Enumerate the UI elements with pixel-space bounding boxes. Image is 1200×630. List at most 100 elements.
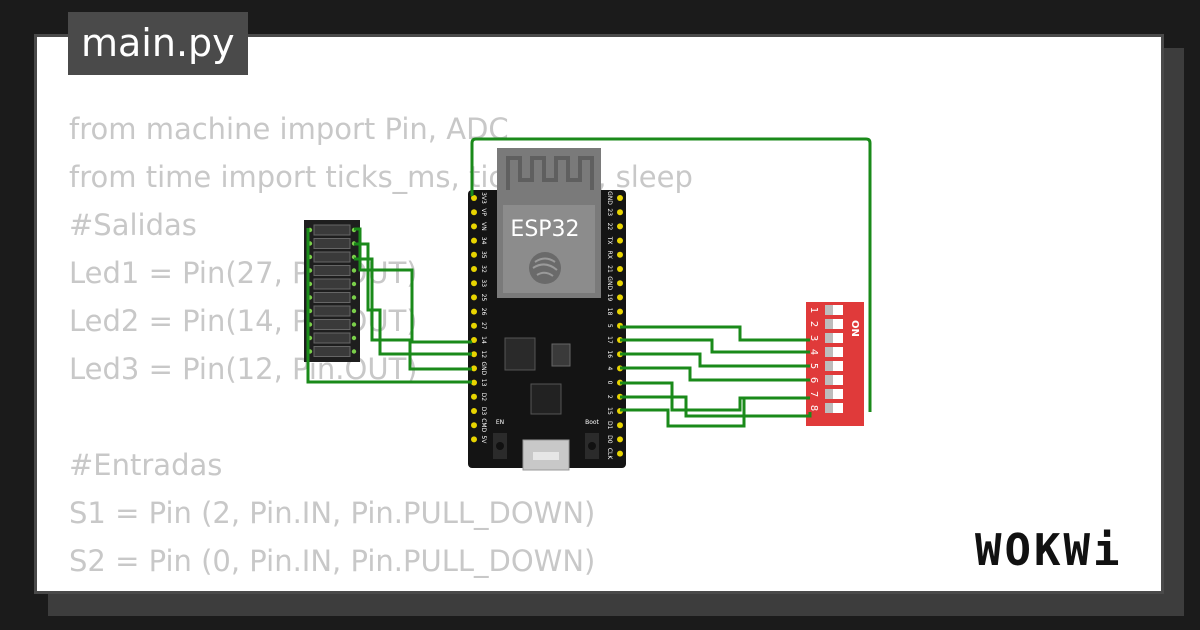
dip-number: 3 — [808, 335, 819, 341]
board-pin[interactable] — [471, 322, 477, 329]
board-pin[interactable] — [617, 308, 623, 315]
pin-label: 35 — [480, 251, 487, 259]
code-line: from machine import Pin, ADC — [69, 112, 509, 146]
board-pin[interactable] — [471, 280, 477, 287]
led-pin[interactable] — [351, 281, 357, 287]
board-pin[interactable] — [471, 337, 477, 343]
wire — [620, 381, 810, 412]
dip-toggle[interactable] — [825, 361, 843, 371]
board-pin[interactable] — [617, 237, 623, 244]
code-view: from machine import Pin, ADC from time i… — [69, 105, 693, 591]
board-pin[interactable] — [617, 436, 623, 443]
pin-label: 34 — [480, 237, 487, 245]
dip-on-label: ON — [849, 320, 860, 337]
board-pin[interactable] — [471, 351, 477, 358]
file-tab-main-py[interactable]: main.py — [68, 12, 248, 75]
pin-label: GND — [606, 191, 613, 205]
dip-toggle[interactable] — [825, 389, 843, 399]
pin-label: 26 — [480, 308, 487, 316]
led-pin[interactable] — [351, 335, 357, 341]
code-line: Led3 = Pin(12, Pin.OUT) — [69, 352, 418, 386]
board-pin[interactable] — [471, 365, 477, 372]
pin-label: 5V — [480, 435, 487, 444]
esp32-board[interactable]: ESP32 EN Boot 3V3VPVN343532332526271412G… — [468, 148, 626, 471]
pin-label: 5 — [606, 324, 613, 328]
led-segment — [313, 319, 351, 330]
espressif-logo-lines — [532, 257, 558, 277]
dip-knob — [825, 375, 833, 385]
board-pin[interactable] — [617, 266, 623, 272]
board-pin[interactable] — [471, 266, 477, 272]
led-bar-graph[interactable] — [304, 220, 360, 362]
code-line: S2 = Pin (0, Pin.IN, Pin.PULL_DOWN) — [69, 544, 596, 578]
dip-number: 1 — [808, 307, 819, 313]
dip-number: 5 — [808, 363, 819, 369]
pin-label: 19 — [606, 294, 613, 302]
board-pin[interactable] — [617, 294, 623, 301]
led-pin[interactable] — [351, 295, 357, 300]
wire — [620, 325, 810, 342]
pin-label: 4 — [606, 366, 613, 370]
dip-toggle[interactable] — [825, 333, 843, 343]
board-pin[interactable] — [471, 237, 477, 244]
board-pin[interactable] — [617, 195, 623, 201]
board-pin[interactable] — [471, 223, 477, 230]
board-pin[interactable] — [617, 450, 623, 457]
pin-label: 25 — [480, 294, 487, 302]
board-pin[interactable] — [471, 251, 477, 258]
board-pin[interactable] — [471, 393, 477, 400]
led-pin[interactable] — [351, 322, 357, 327]
wire — [354, 257, 472, 371]
board-pin[interactable] — [617, 209, 623, 216]
dip-toggle[interactable] — [825, 305, 843, 315]
board-pin[interactable] — [617, 251, 623, 258]
board-pin[interactable] — [471, 195, 477, 201]
pin-label: D3 — [480, 407, 487, 416]
pin-label: VN — [480, 222, 487, 231]
dip-toggle[interactable] — [825, 403, 843, 413]
board-pin[interactable] — [617, 422, 623, 429]
led-segment — [313, 238, 351, 249]
code-line: S1 = Pin (2, Pin.IN, Pin.PULL_DOWN) — [69, 496, 596, 530]
board-pin[interactable] — [617, 223, 623, 230]
dip-number: 8 — [808, 405, 819, 411]
dip-toggle[interactable] — [825, 347, 843, 357]
led-pin[interactable] — [351, 268, 357, 273]
wire — [620, 338, 810, 354]
dip-number: 7 — [808, 391, 819, 397]
dip-number: 4 — [808, 349, 819, 355]
dip-toggle[interactable] — [825, 319, 843, 329]
board-pin[interactable] — [471, 422, 477, 429]
board-pin[interactable] — [471, 308, 477, 315]
led-segment — [313, 224, 351, 236]
led-pin[interactable] — [351, 349, 357, 354]
boot-label: Boot — [585, 419, 599, 426]
led-pin[interactable] — [351, 308, 357, 314]
pin-label: D0 — [606, 435, 613, 444]
dip-knob — [825, 333, 833, 343]
pin-label: GND — [606, 276, 613, 290]
pin-label: VP — [480, 208, 487, 216]
chip-label: ESP32 — [510, 217, 579, 242]
board-pin[interactable] — [471, 209, 477, 216]
board-pin[interactable] — [471, 436, 477, 443]
dip-knob — [825, 347, 833, 357]
board-pin[interactable] — [471, 379, 477, 386]
led-segment — [313, 251, 351, 263]
dip-toggle[interactable] — [825, 375, 843, 385]
wires — [306, 137, 872, 428]
pin-label: 16 — [606, 350, 613, 358]
pin-label: 33 — [480, 279, 487, 287]
dip-knob — [825, 403, 833, 413]
led-segment — [313, 346, 351, 357]
dip-knob — [825, 361, 833, 371]
pin-label: 14 — [480, 336, 487, 344]
led-segment — [313, 292, 351, 303]
diode — [551, 343, 571, 367]
led-segment — [313, 305, 351, 317]
board-pin[interactable] — [471, 294, 477, 301]
board-pin[interactable] — [471, 408, 477, 414]
board-pin[interactable] — [617, 280, 623, 287]
